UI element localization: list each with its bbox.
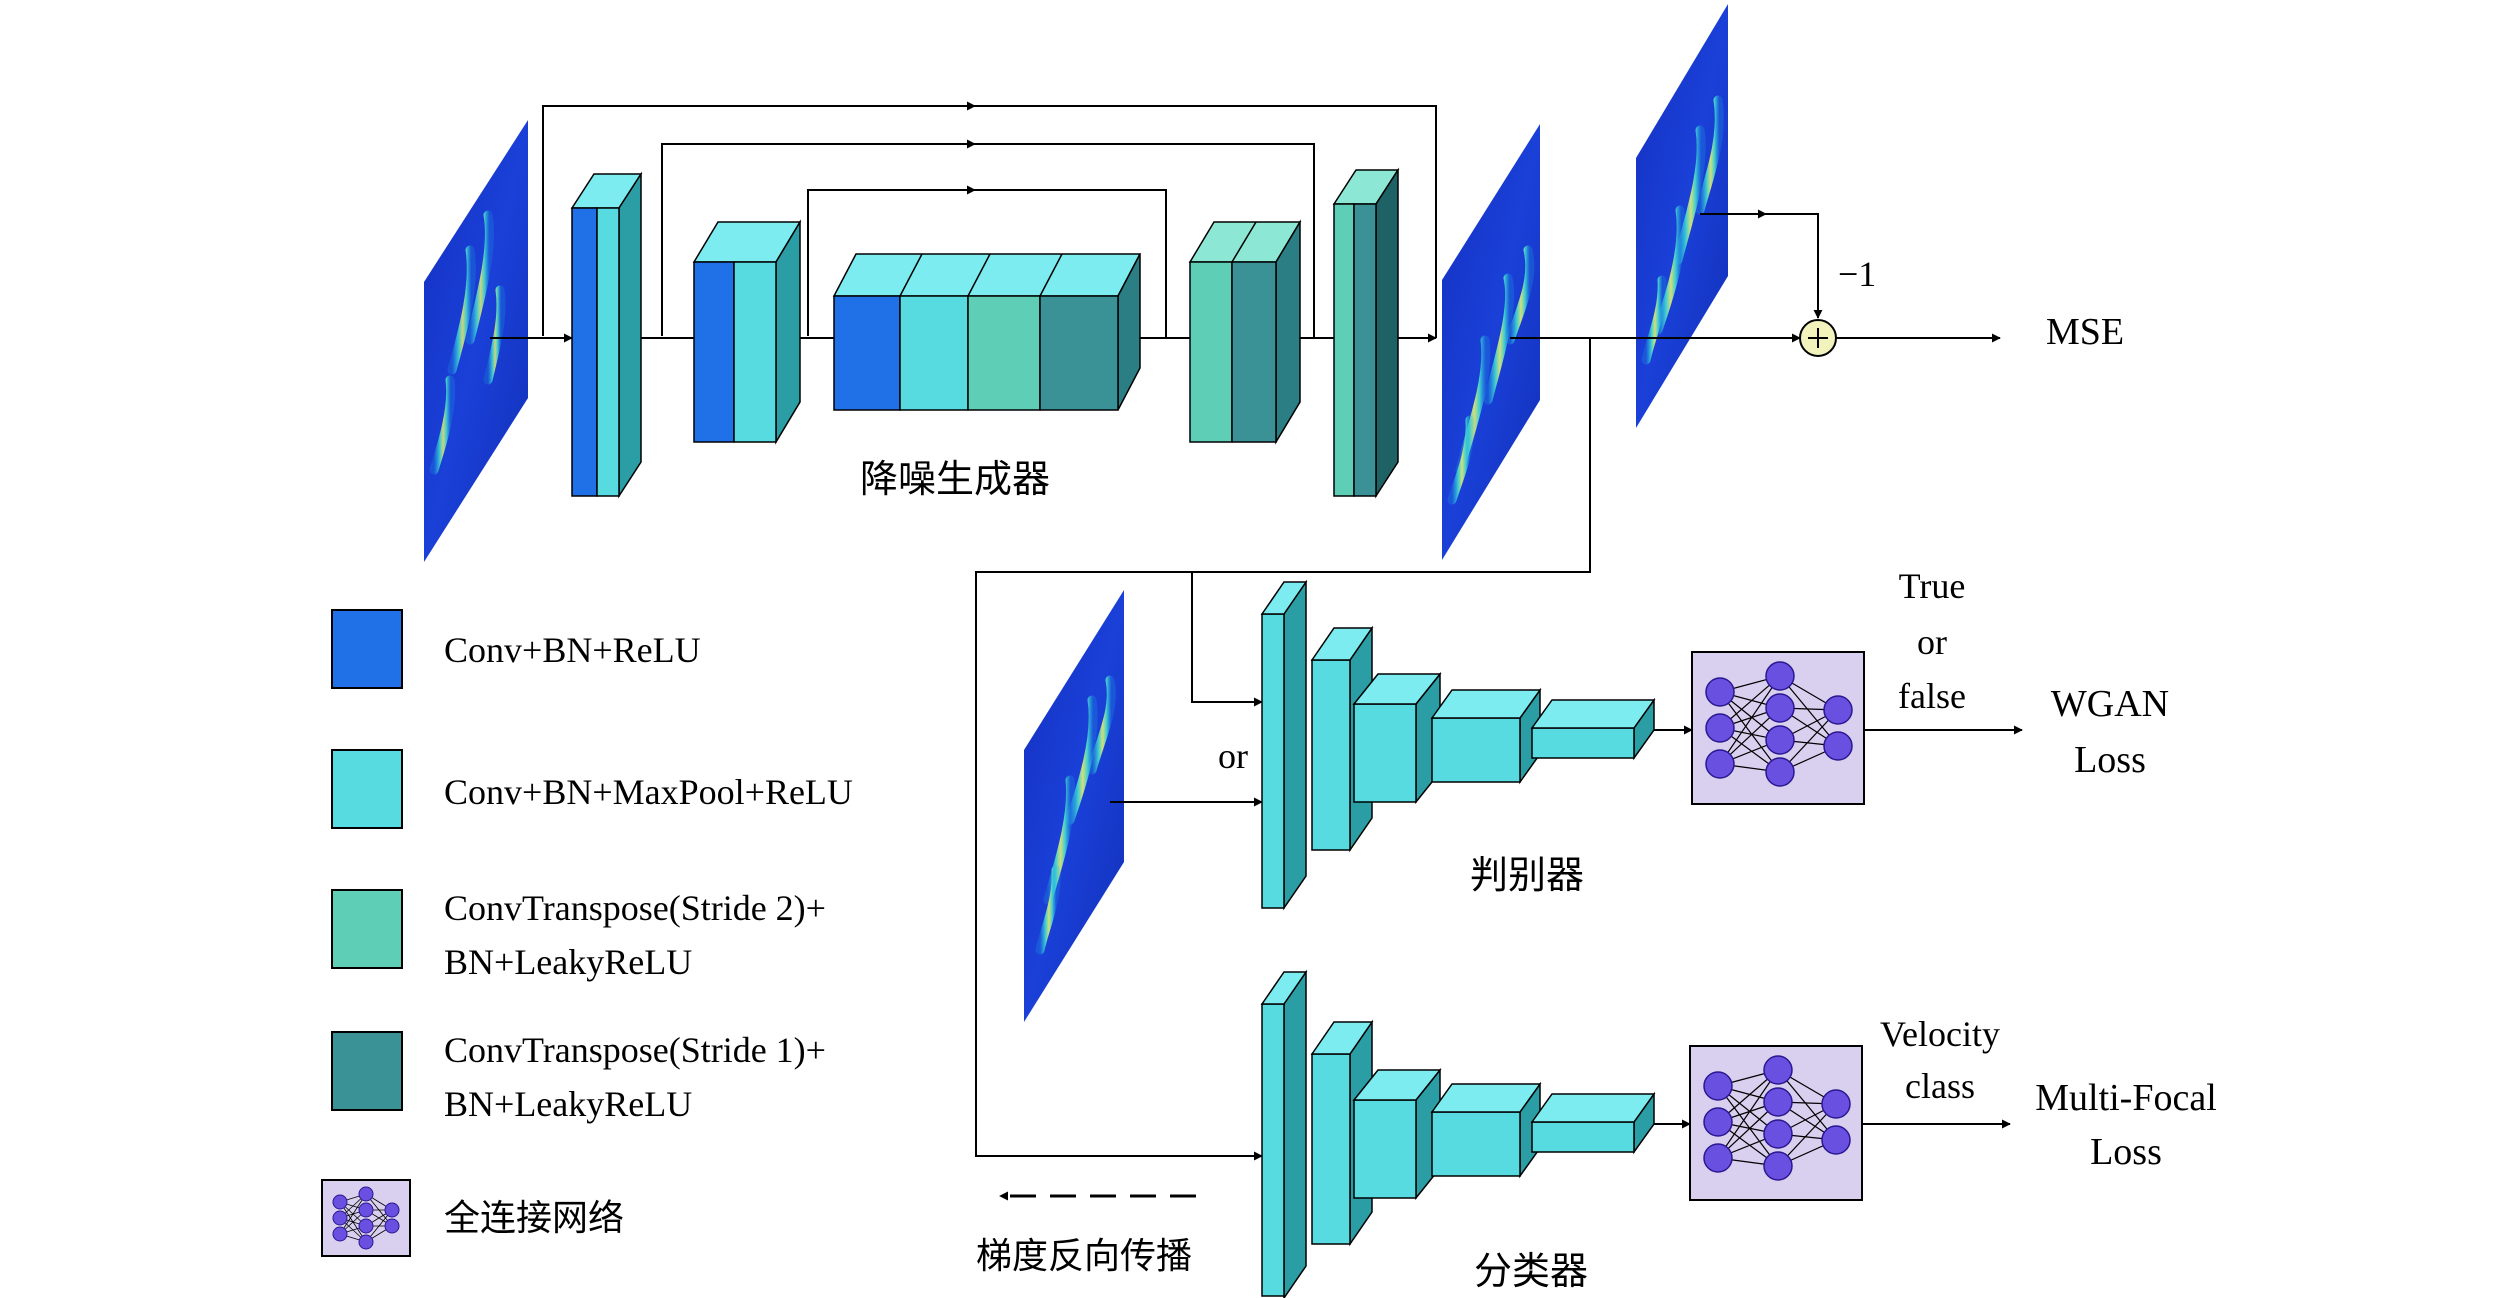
- legend-swatch: [331, 1031, 403, 1111]
- discriminator-network: [1260, 579, 1656, 911]
- gen-block-5: [1332, 167, 1400, 499]
- cls-output-line1: Velocity: [1880, 1014, 2000, 1054]
- routing-lines: [975, 338, 1591, 1161]
- classifier-label: 分类器: [1474, 1249, 1588, 1293]
- skip-connections: [542, 101, 1437, 338]
- legend-label: Conv+BN+MaxPool+ReLU: [444, 772, 853, 812]
- legend-item-fully-connected: 全连接网络: [321, 1179, 624, 1257]
- discriminator-fc-box: [1691, 651, 1865, 805]
- discriminator-input-spectrogram: [1024, 590, 1124, 1022]
- legend-swatch: [331, 609, 403, 689]
- gen-bottleneck: [832, 253, 1142, 411]
- legend-item-conv-bn-maxpool-relu: Conv+BN+MaxPool+ReLU: [331, 749, 853, 829]
- multifocal-loss-line1: Multi-Focal: [2035, 1077, 2217, 1119]
- wgan-loss-line1: WGAN: [2051, 683, 2169, 725]
- legend-label-line1: ConvTranspose(Stride 1)+: [444, 1030, 826, 1070]
- legend-item-convtranspose-stride1: ConvTranspose(Stride 1)+ BN+LeakyReLU: [331, 1030, 826, 1124]
- generator-network: [570, 167, 1400, 499]
- disc-output-line1: True: [1899, 566, 1966, 606]
- noisy-input-spectrogram: [424, 120, 528, 562]
- legend-label: Conv+BN+ReLU: [444, 630, 701, 670]
- multifocal-loss-line2: Loss: [2090, 1131, 2162, 1173]
- legend-item-convtranspose-stride2: ConvTranspose(Stride 2)+ BN+LeakyReLU: [331, 888, 826, 982]
- generator-label: 降噪生成器: [860, 457, 1050, 501]
- denoised-output-spectrogram: [1442, 124, 1540, 560]
- legend-swatch: [331, 749, 403, 829]
- wgan-loss-line2: Loss: [2074, 739, 2146, 781]
- mse-loss-label: MSE: [2046, 311, 2124, 353]
- backprop-label: 梯度反向传播: [976, 1236, 1192, 1277]
- or-label: or: [1218, 736, 1248, 776]
- disc-output-line3: false: [1898, 676, 1966, 716]
- classifier-fc-box: [1689, 1045, 1863, 1201]
- disc-output-line2: or: [1917, 622, 1947, 662]
- gen-block-1: [570, 171, 643, 499]
- minus-one-label: −1: [1838, 254, 1876, 294]
- legend-label-line1: ConvTranspose(Stride 2)+: [444, 888, 826, 928]
- legend-label: 全连接网络: [444, 1198, 624, 1239]
- gen-block-4: [1188, 219, 1302, 445]
- gen-block-2: [692, 219, 802, 445]
- legend: Conv+BN+ReLU Conv+BN+MaxPool+ReLU ConvTr…: [321, 609, 853, 1257]
- clean-target-spectrogram: [1636, 4, 1728, 428]
- classifier-network: [1260, 969, 1656, 1298]
- cls-output-line2: class: [1905, 1066, 1975, 1106]
- discriminator-label: 判别器: [1470, 853, 1584, 897]
- legend-label-line2: BN+LeakyReLU: [444, 1084, 692, 1124]
- legend-label-line2: BN+LeakyReLU: [444, 942, 692, 982]
- legend-swatch: [331, 889, 403, 969]
- legend-item-conv-bn-relu: Conv+BN+ReLU: [331, 609, 701, 689]
- generator-flow: [490, 209, 2001, 343]
- sum-node: [1799, 319, 1837, 357]
